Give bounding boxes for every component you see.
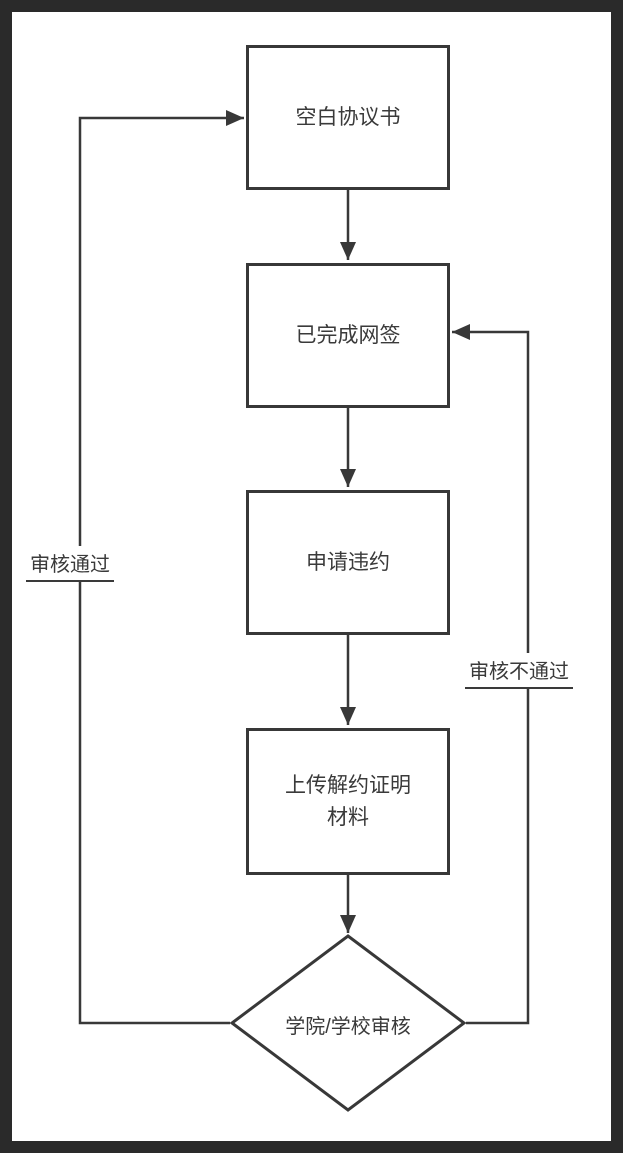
node-blank-agreement-label: 空白协议书 — [295, 105, 401, 129]
edge-label-review-fail: 审核不通过 — [465, 653, 573, 689]
node-school-review-label: 学院/学校审核 — [285, 1016, 411, 1038]
node-school-review-shape — [229, 934, 467, 1112]
node-upload-proof-label: 上传解约证明材料 — [285, 774, 411, 829]
node-completed-signing-label: 已完成网签 — [295, 323, 401, 347]
edge-label-review-pass: 审核通过 — [26, 546, 114, 582]
node-blank-agreement: 空白协议书 — [246, 45, 450, 190]
node-apply-breach-label: 申请违约 — [306, 550, 390, 574]
node-upload-proof: 上传解约证明材料 — [246, 728, 450, 875]
node-apply-breach: 申请违约 — [246, 490, 450, 635]
node-completed-signing: 已完成网签 — [246, 263, 450, 408]
